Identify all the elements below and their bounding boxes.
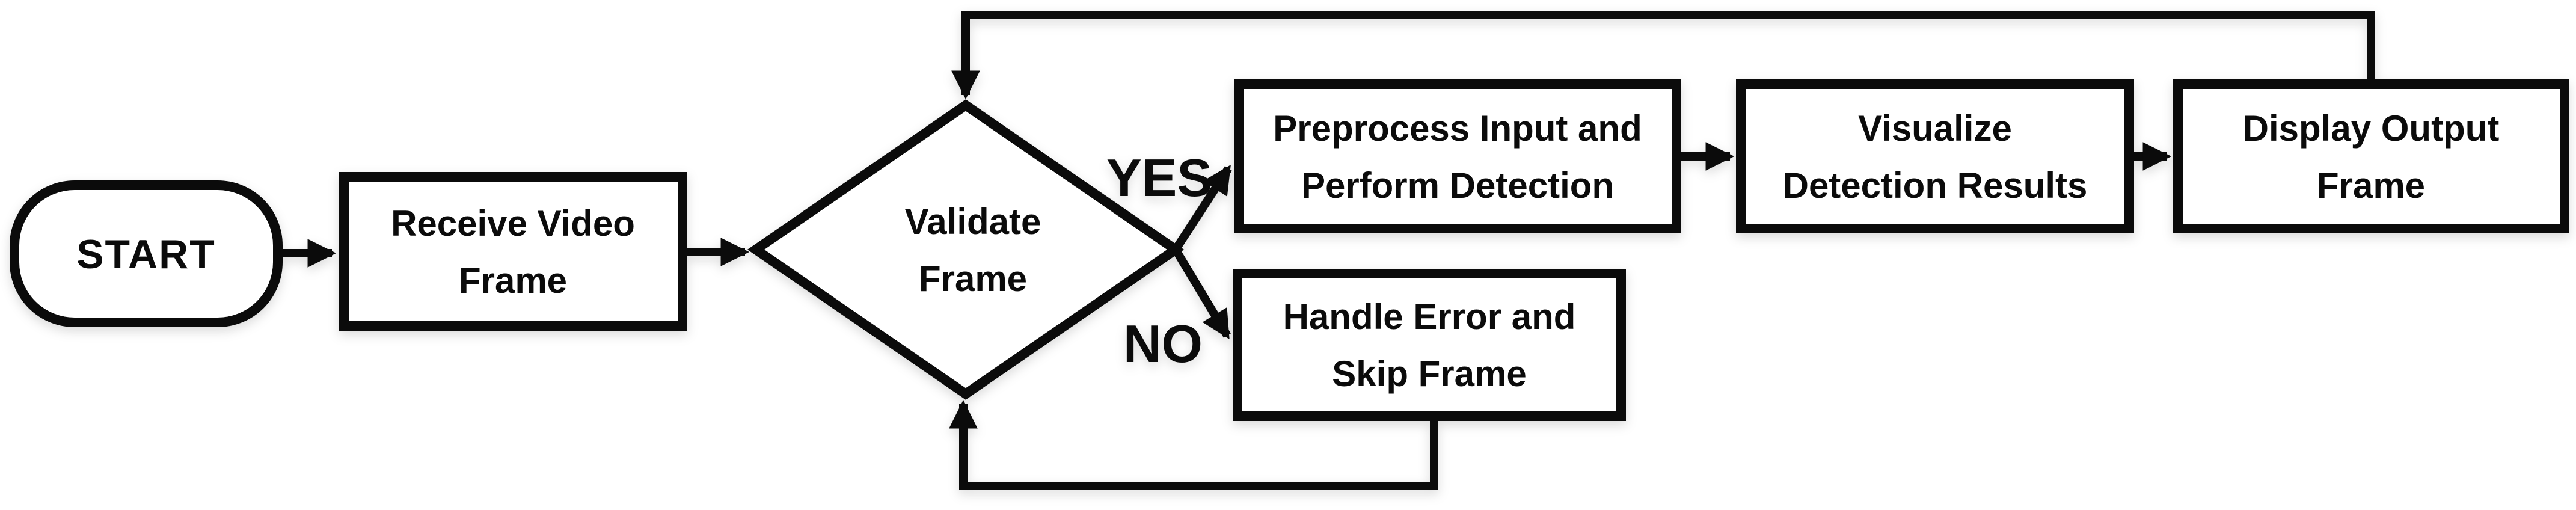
node-receive-video-frame: Receive Video Frame — [339, 172, 687, 331]
receive-label-line2: Frame — [459, 260, 567, 301]
start-label: START — [76, 232, 216, 277]
preprocess-label-line2: Perform Detection — [1301, 165, 1614, 206]
node-display-output: Display Output Frame — [2173, 79, 2569, 233]
receive-process-shape — [339, 172, 687, 331]
visualize-process-shape — [1736, 79, 2134, 233]
validate-label-line2: Frame — [919, 259, 1027, 299]
visualize-label-line2: Detection Results — [1783, 165, 2088, 206]
handle-label-line1: Handle Error and — [1283, 296, 1576, 337]
node-preprocess-detect: Preprocess Input and Perform Detection — [1234, 79, 1681, 233]
preprocess-label-line1: Preprocess Input and — [1273, 108, 1642, 149]
feedback-line-display-to-validate — [951, 11, 2375, 100]
display-process-shape — [2173, 79, 2569, 233]
handle-process-shape — [1233, 269, 1626, 421]
preprocess-process-shape — [1234, 79, 1681, 233]
display-label-line1: Display Output — [2243, 108, 2500, 149]
arrow-validate-no-to-handle — [1172, 247, 1231, 340]
start-terminator-shape — [10, 180, 283, 327]
edge-layer — [278, 11, 2375, 490]
node-start: START — [10, 180, 283, 327]
node-handle-error: Handle Error and Skip Frame — [1233, 269, 1626, 421]
yes-branch-label: YES — [1106, 148, 1212, 207]
arrow-validate-yes-to-preprocess — [1172, 165, 1232, 252]
validate-label-line1: Validate — [905, 201, 1041, 242]
validate-decision-shape — [747, 99, 1185, 400]
no-branch-label: NO — [1123, 314, 1203, 373]
visualize-label-line1: Visualize — [1858, 108, 2012, 149]
feedback-line-handle-to-validate — [949, 399, 1438, 490]
receive-label-line1: Receive Video — [391, 203, 635, 244]
node-visualize-results: Visualize Detection Results — [1736, 79, 2134, 233]
display-label-line2: Frame — [2317, 165, 2425, 206]
node-validate-frame: Validate Frame — [747, 99, 1185, 400]
handle-label-line2: Skip Frame — [1332, 354, 1526, 394]
